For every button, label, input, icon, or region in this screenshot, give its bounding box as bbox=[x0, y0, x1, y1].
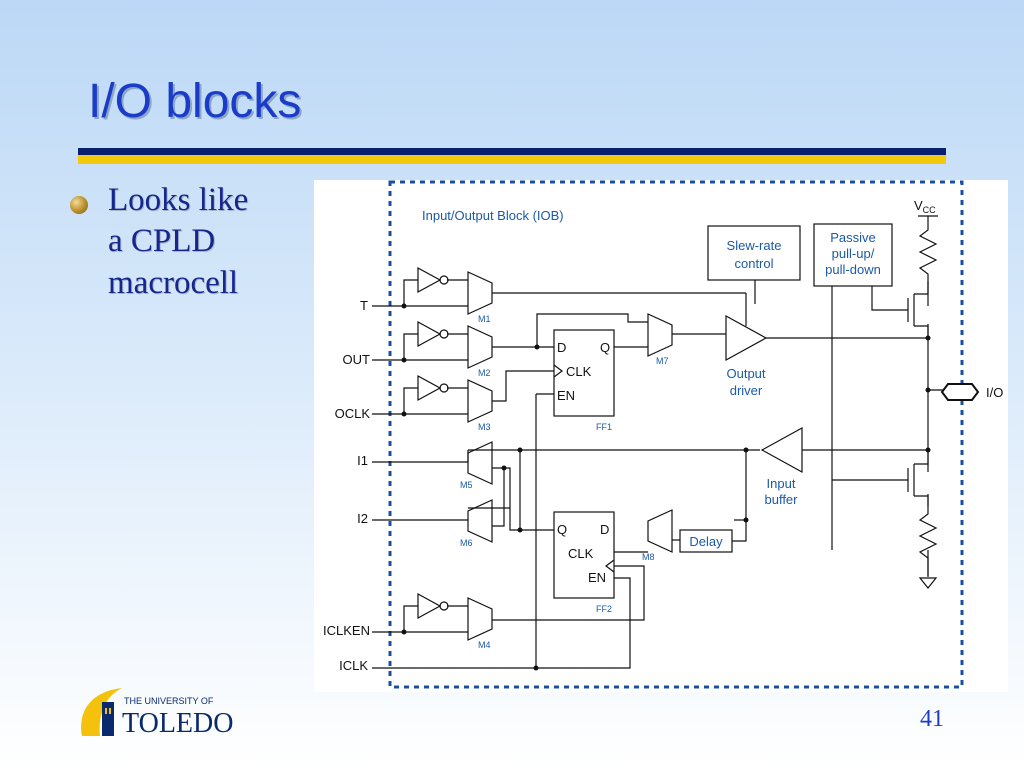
ff2-label: FF2 bbox=[596, 604, 612, 614]
output-driver-label-line2: driver bbox=[730, 383, 763, 398]
output-driver bbox=[725, 314, 768, 362]
mux-label-m3: M3 bbox=[478, 422, 491, 432]
iob-diagram: Input/Output Block (IOB) T OUT OCLK I1 I… bbox=[314, 180, 1008, 692]
pull-down-resistor bbox=[918, 506, 938, 576]
mux-label-m1: M1 bbox=[478, 314, 491, 324]
page-number: 41 bbox=[920, 706, 944, 732]
mux-label-m6: M6 bbox=[460, 538, 473, 548]
flipflop-ff1 bbox=[553, 329, 615, 417]
bullet-text: Looks like a CPLD macrocell bbox=[108, 182, 249, 301]
mux-m3 bbox=[467, 379, 493, 423]
logo-tower-icon bbox=[102, 702, 114, 736]
slew-rate-control-box bbox=[707, 225, 801, 281]
ff2-q-pin: Q bbox=[557, 522, 567, 537]
pull-up-resistor bbox=[918, 216, 938, 286]
vcc-label: VCC bbox=[914, 198, 936, 215]
output-driver-label-line1: Output bbox=[726, 366, 765, 381]
university-logo: THE UNIVERSITY OF TOLEDO bbox=[81, 688, 233, 739]
input-label-iclken: ICLKEN bbox=[323, 623, 370, 638]
input-label-i1: I1 bbox=[357, 453, 368, 468]
inverter-oclk bbox=[417, 374, 449, 402]
flipflop-ff2 bbox=[553, 511, 615, 599]
mux-m5 bbox=[467, 441, 493, 485]
input-buffer-label-line2: buffer bbox=[764, 492, 798, 507]
passive-label-line2: pull-up/ bbox=[832, 246, 875, 261]
mux-m1 bbox=[467, 271, 493, 315]
ff1-d-pin: D bbox=[557, 340, 566, 355]
passive-label-line3: pull-down bbox=[825, 262, 881, 277]
input-label-oclk: OCLK bbox=[335, 406, 371, 421]
ff2-en-pin: EN bbox=[588, 570, 606, 585]
input-label-out: OUT bbox=[343, 352, 371, 367]
pull-down-transistor bbox=[907, 450, 929, 506]
passive-pull-box bbox=[813, 223, 893, 287]
input-label-t: T bbox=[360, 298, 368, 313]
inverter-out bbox=[417, 320, 449, 348]
input-label-i2: I2 bbox=[357, 511, 368, 526]
logo-swoosh-icon bbox=[81, 688, 122, 736]
mux-label-m2: M2 bbox=[478, 368, 491, 378]
mux-m4 bbox=[467, 597, 493, 641]
pull-up-transistor bbox=[907, 286, 929, 338]
inverter-iclken bbox=[417, 592, 449, 620]
delay-label: Delay bbox=[689, 534, 723, 549]
input-buffer-label-line1: Input bbox=[767, 476, 796, 491]
bullet-icon bbox=[70, 196, 88, 214]
iob-dashed-boundary bbox=[388, 180, 964, 689]
wiring bbox=[372, 279, 946, 669]
mux-m6 bbox=[467, 499, 493, 543]
input-label-iclk: ICLK bbox=[339, 658, 368, 673]
ff1-q-pin: Q bbox=[600, 340, 610, 355]
mux-m8 bbox=[647, 509, 673, 553]
ff1-label: FF1 bbox=[596, 422, 612, 432]
iob-block-title: Input/Output Block (IOB) bbox=[422, 208, 564, 223]
ground-icon bbox=[918, 577, 938, 589]
io-pad-icon bbox=[940, 383, 980, 401]
io-pin-label: I/O bbox=[986, 385, 1003, 400]
ff1-clk-pin: CLK bbox=[566, 364, 592, 379]
mux-m7 bbox=[647, 313, 673, 357]
mux-label-m7: M7 bbox=[656, 356, 669, 366]
mux-label-m8: M8 bbox=[642, 552, 655, 562]
slide-title: I/O blocks bbox=[88, 75, 302, 128]
mux-label-m5: M5 bbox=[460, 480, 473, 490]
ff2-d-pin: D bbox=[600, 522, 609, 537]
mux-m2 bbox=[467, 325, 493, 369]
logo-line2: TOLEDO bbox=[122, 708, 233, 739]
passive-label-line1: Passive bbox=[830, 230, 876, 245]
inverter-t bbox=[417, 266, 449, 294]
logo-line1: THE UNIVERSITY OF bbox=[124, 696, 214, 706]
junction-dots bbox=[401, 303, 931, 671]
ff1-en-pin: EN bbox=[557, 388, 575, 403]
title-rule-gold bbox=[78, 155, 946, 164]
title-rule-navy bbox=[78, 148, 946, 155]
ff2-clk-pin: CLK bbox=[568, 546, 594, 561]
input-buffer bbox=[760, 426, 803, 474]
mux-label-m4: M4 bbox=[478, 640, 491, 650]
slew-rate-label-line2: control bbox=[734, 256, 773, 271]
slew-rate-label-line1: Slew-rate bbox=[727, 238, 782, 253]
